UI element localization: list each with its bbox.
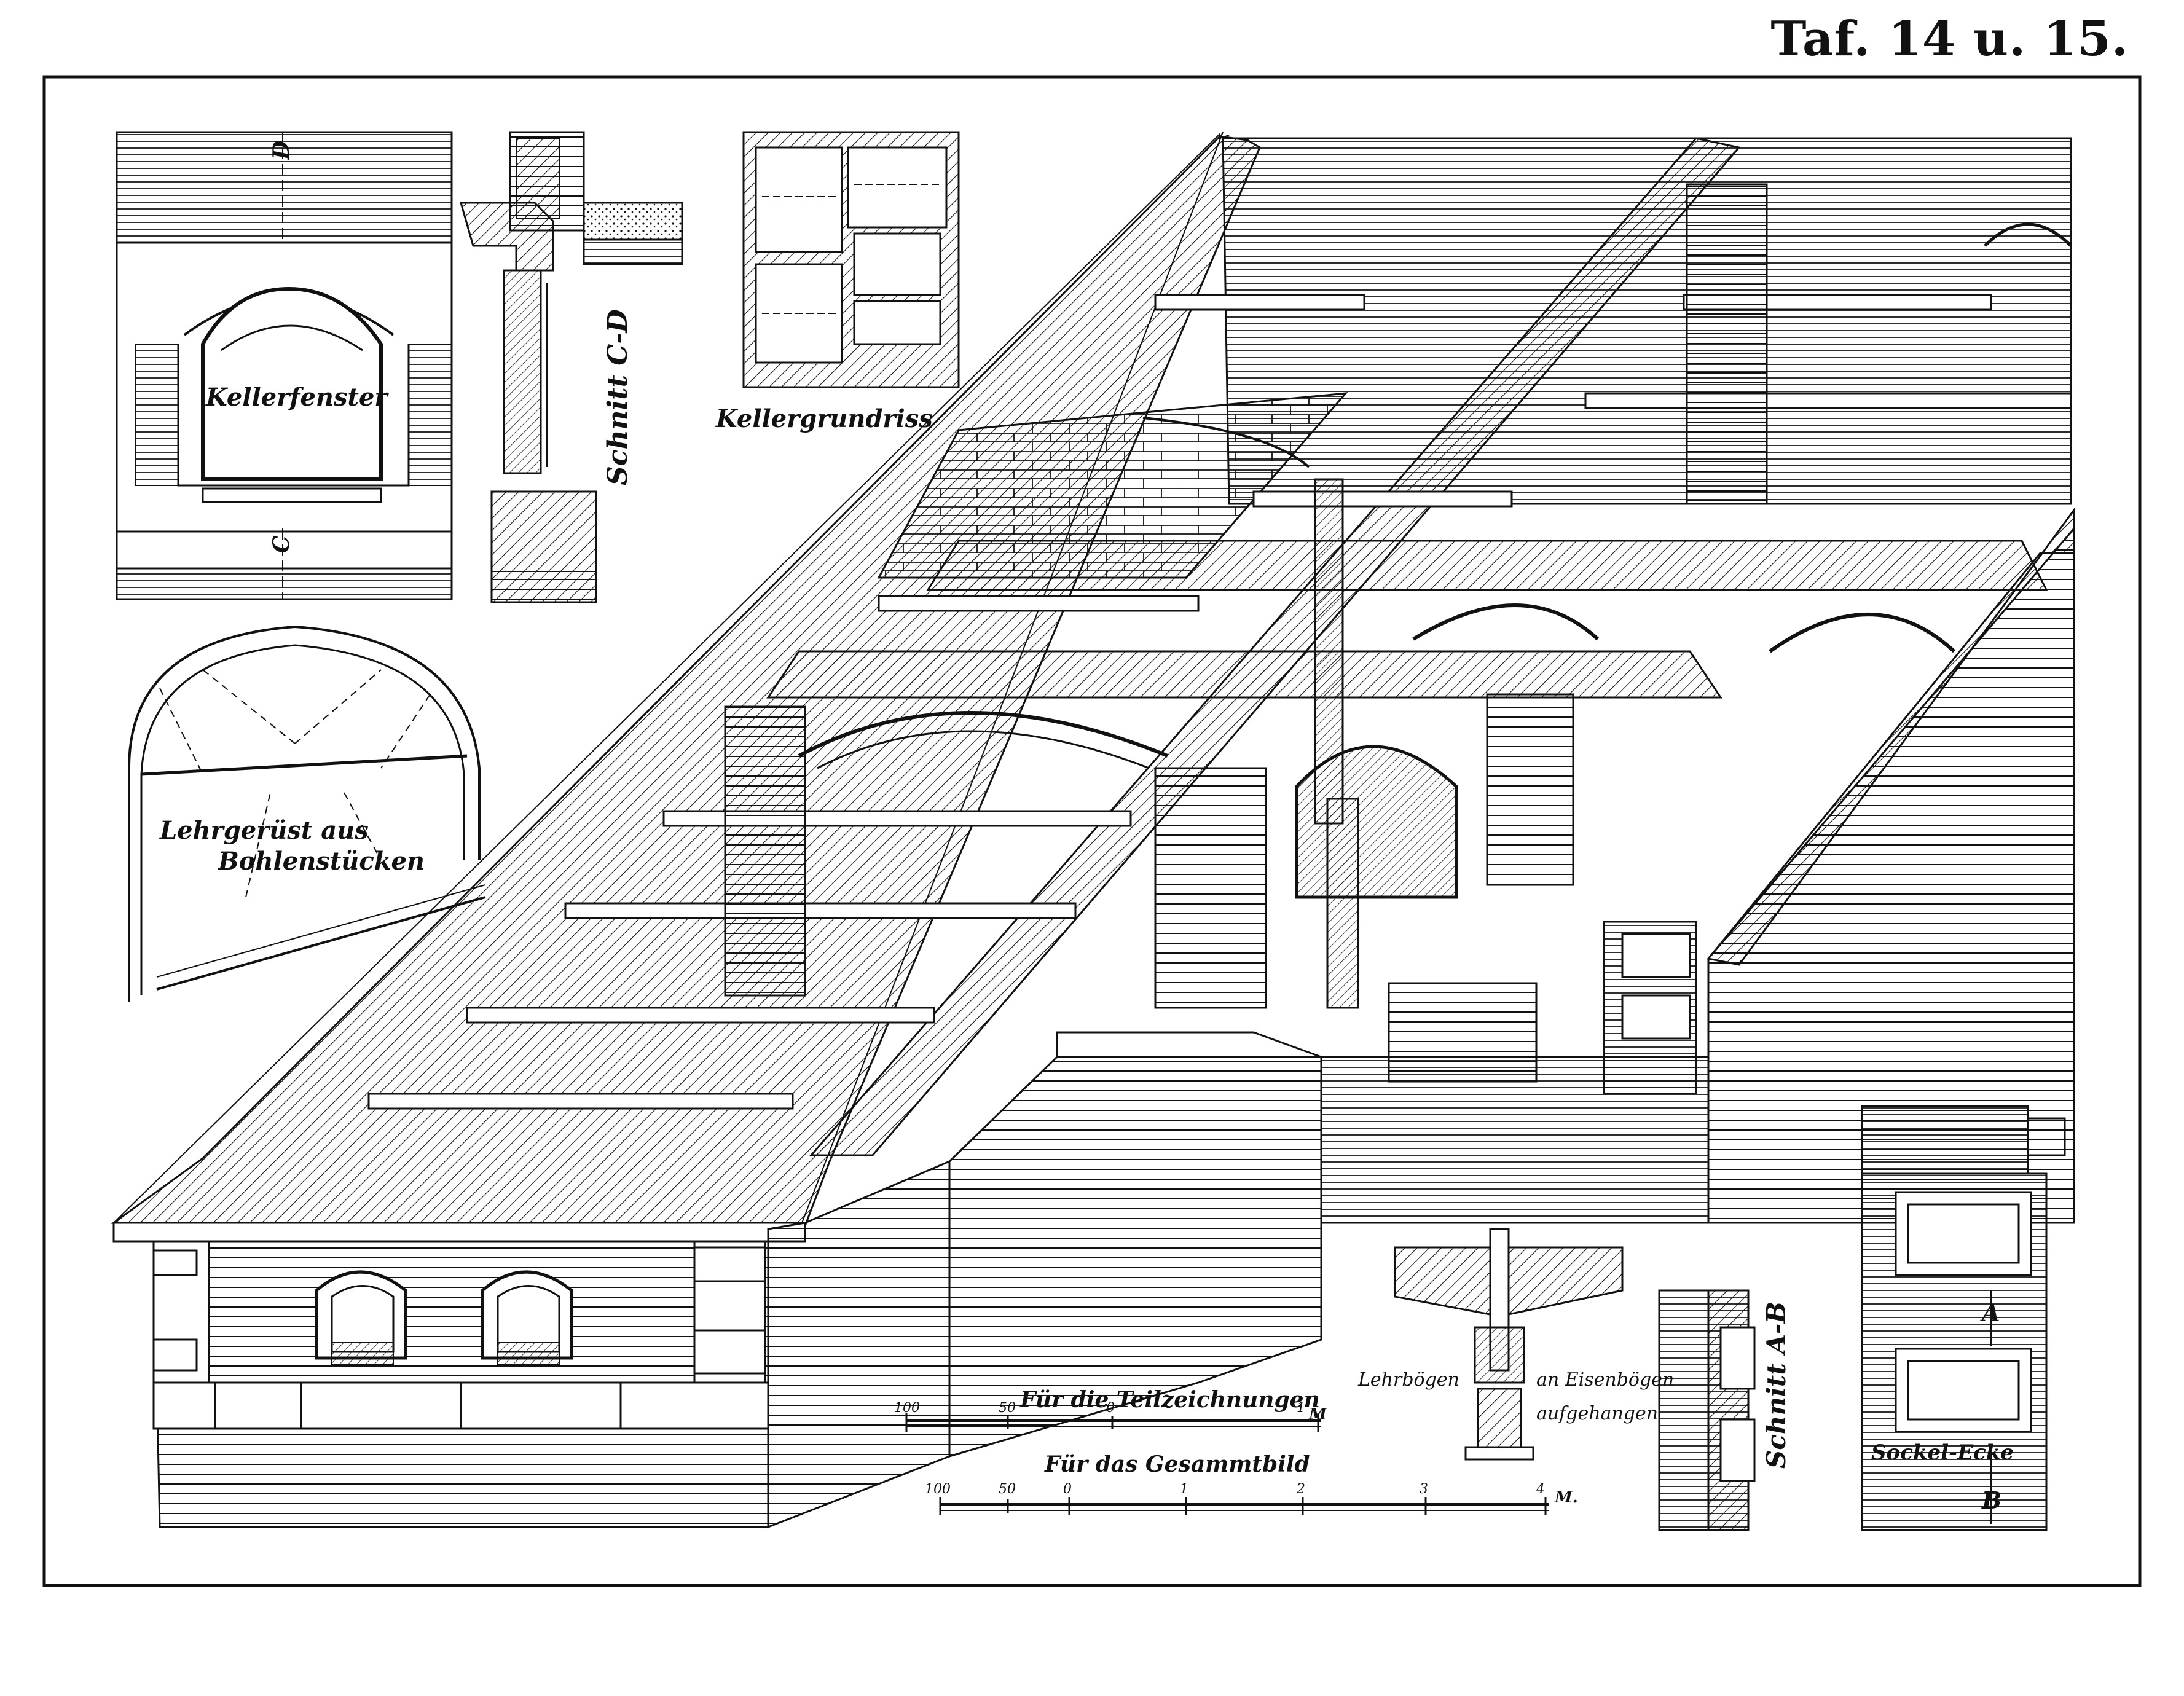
lehrgeruest-label-1: Lehrgerüst aus: [159, 816, 369, 845]
scale-detail-tick-100: 100: [894, 1400, 920, 1416]
an-eisenboegen-label: an Eisenbögen: [1536, 1369, 1674, 1391]
scale-overall-unit: M.: [1554, 1488, 1578, 1507]
scale-bar-detail: Für die Teilzeichnungen 100 50 0 1 M: [894, 1387, 1327, 1432]
schnitt-cd-label: Schnitt C-D: [602, 309, 634, 485]
rear-wall: [1222, 137, 2072, 505]
cellar-arch-3: [1769, 613, 1956, 653]
marker-a: A: [1980, 1299, 2000, 1327]
sockel-ecke-label: Sockel-Ecke: [1871, 1440, 2014, 1465]
schnitt-ab-section: Schnitt A-B: [1658, 1289, 1791, 1531]
front-cellar-window-2: [481, 1270, 573, 1365]
scale-overall-tick-4: 4: [1536, 1482, 1545, 1497]
lehrboegen-detail: Lehrbögen an Eisenbögen aufgehangen: [1357, 1228, 1674, 1461]
plate-frame: [42, 75, 2142, 1587]
sockel-ecke-detail: A B Sockel-Ecke: [1861, 1105, 2066, 1531]
marker-b: B: [1981, 1486, 2001, 1514]
scale-detail-unit: M: [1308, 1405, 1327, 1424]
kellerfenster-detail: D C Kellerfenster: [116, 131, 453, 600]
kellerfenster-label: Kellerfenster: [205, 383, 389, 412]
scale-detail-title: Für die Teilzeichnungen: [1019, 1387, 1320, 1413]
schnitt-ab-label: Schnitt A-B: [1761, 1301, 1791, 1469]
aufgehangen-label: aufgehangen: [1536, 1403, 1658, 1424]
lehrgeruest-detail: Lehrgerüst aus Bohlenstücken: [128, 625, 486, 1002]
scale-overall-tick-100: 100: [925, 1482, 951, 1497]
lehrgeruest-label-2: Bohlenstücken: [218, 847, 425, 876]
cellar-arch-1: [798, 711, 1169, 758]
scale-detail-tick-50: 50: [999, 1400, 1016, 1416]
marker-c: C: [269, 535, 294, 553]
isometric-cellar-view: [111, 132, 2075, 1529]
scale-overall-tick-2: 2: [1296, 1482, 1305, 1497]
front-wall-face: [152, 1228, 769, 1528]
scale-overall-tick-1: 1: [1180, 1482, 1188, 1497]
lehrboegen-label: Lehrbögen: [1357, 1369, 1459, 1391]
schnitt-cd-section: Schnitt C-D: [460, 131, 683, 603]
scale-bar-overall: Für das Gesammtbild 100 50 0 1 2 3 4 M.: [925, 1451, 1578, 1515]
marker-d: D: [269, 141, 294, 160]
kellergrundriss-plan: Kellergrundriss: [715, 131, 960, 433]
plate-title: Taf. 14 u. 15.: [1770, 11, 2129, 67]
kellergrundriss-label: Kellergrundriss: [715, 404, 933, 433]
scale-detail-tick-0: 0: [1106, 1400, 1115, 1416]
scale-overall-tick-50: 50: [999, 1482, 1016, 1497]
timber-post: [1314, 478, 1344, 825]
rear-corner-arch: [1984, 222, 2072, 247]
brick-vault-surface: [877, 392, 1348, 579]
scale-overall-tick-3: 3: [1420, 1482, 1428, 1497]
cellar-arch-2: [1412, 603, 1600, 641]
scale-overall-title: Für das Gesammtbild: [1044, 1451, 1310, 1477]
scale-detail-tick-1: 1: [1297, 1400, 1305, 1416]
scale-overall-tick-0: 0: [1063, 1482, 1072, 1497]
pier-1: [724, 705, 806, 997]
front-cellar-window-1: [315, 1270, 407, 1365]
